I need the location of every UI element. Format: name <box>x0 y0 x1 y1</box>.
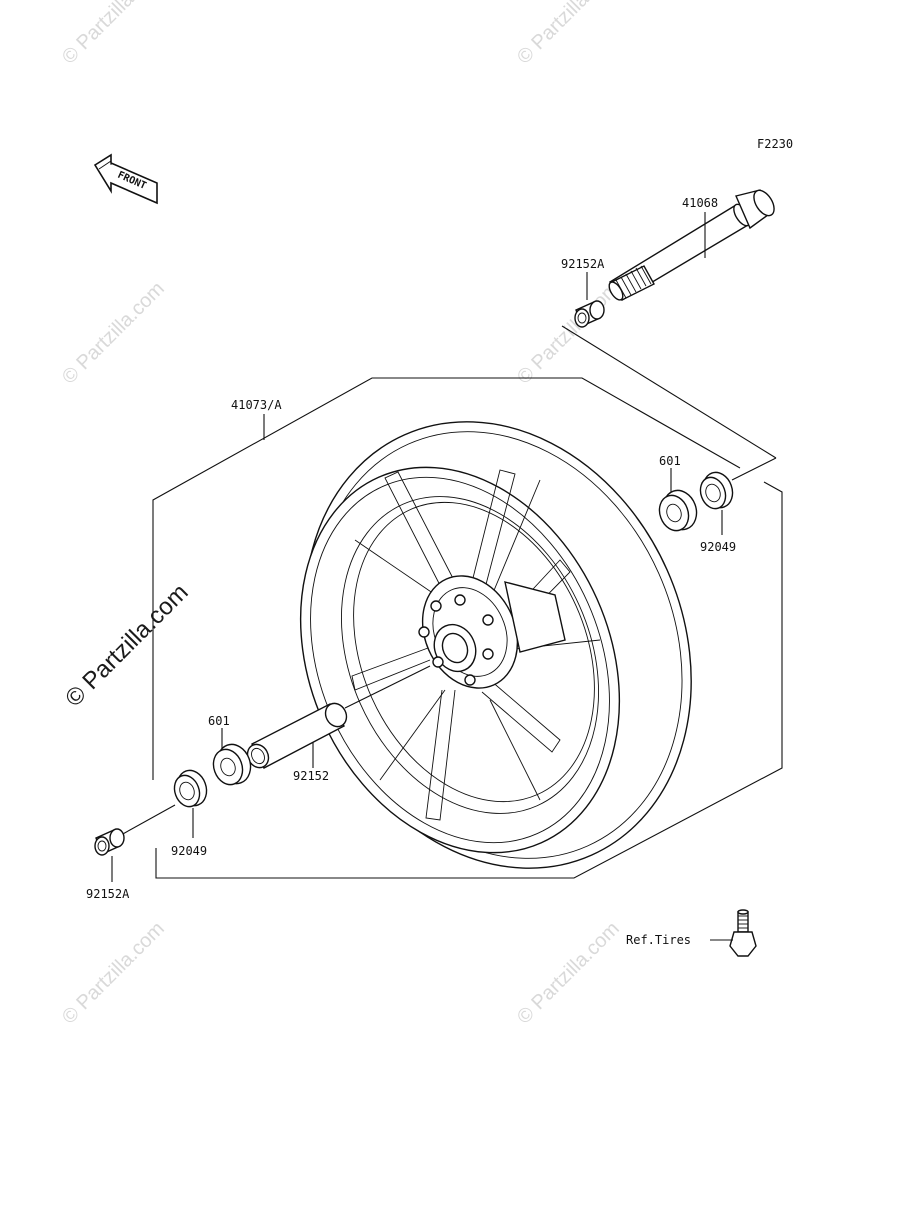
label-collar-bottom: 92152A <box>86 887 130 901</box>
watermark-1: © Partzilla.com <box>58 0 169 69</box>
bearing-601-right: 601 <box>658 454 698 532</box>
label-bearing-right: 601 <box>659 454 681 468</box>
watermark-large: © Partzilla.com <box>60 579 193 712</box>
figure-code: F2230 <box>757 137 793 151</box>
tire-valve: Ref.Tires <box>626 909 757 957</box>
spacer-92152: 92152 <box>246 702 348 783</box>
watermark-7: © Partzilla.com <box>513 918 624 1029</box>
watermark-3: © Partzilla.com <box>58 278 169 389</box>
assembly-outline <box>152 325 783 879</box>
front-direction-arrow: FRONT <box>93 153 158 205</box>
spacer-leader <box>344 665 431 709</box>
axle-41068: 41068 <box>608 189 775 301</box>
watermark-2: © Partzilla.com <box>513 0 624 69</box>
label-bearing-left: 601 <box>208 714 230 728</box>
collar-92152A-top: 92152A <box>561 257 605 328</box>
bearing-601-left: 601 <box>208 714 252 786</box>
collar-leader <box>120 804 176 836</box>
seal-92049-right: 92049 <box>699 471 736 554</box>
label-seal-right: 92049 <box>700 540 736 554</box>
seal-92049-left: 92049 <box>171 769 208 858</box>
label-valve-ref: Ref.Tires <box>626 933 691 947</box>
label-axle: 41068 <box>682 196 718 210</box>
label-collar-top: 92152A <box>561 257 605 271</box>
label-wheel: 41073/A <box>231 398 282 412</box>
label-seal-left: 92049 <box>171 844 207 858</box>
watermark-4: © Partzilla.com <box>513 278 624 389</box>
collar-92152A-bottom: 92152A <box>86 828 130 901</box>
label-spacer: 92152 <box>293 769 329 783</box>
front-wheel-41073A: 41073/A <box>231 398 692 869</box>
watermark-6: © Partzilla.com <box>58 918 169 1029</box>
